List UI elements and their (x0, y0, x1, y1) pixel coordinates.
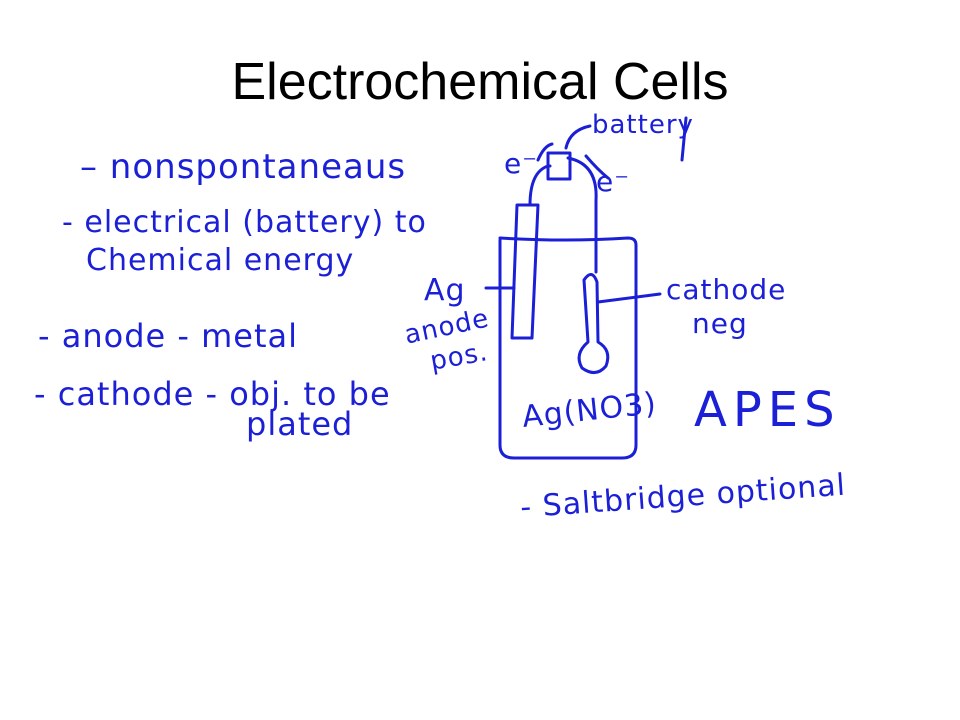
electron-label-right: e⁻ (596, 165, 631, 198)
anode-electrode (510, 203, 540, 340)
cathode-electrode (577, 273, 610, 374)
battery-bracket (680, 116, 688, 162)
anode-ag-label: Ag (424, 273, 466, 308)
wire-right (566, 156, 598, 274)
cathode-pointer (596, 292, 662, 304)
note-cathode-line2: plated (246, 405, 354, 443)
battery-label: battery (592, 110, 694, 140)
electron-arrow-right (584, 154, 610, 180)
cathode-neg-label: neg (692, 307, 748, 340)
note-cathode-line1: - cathode - obj. to be (34, 375, 391, 413)
battery-pointer (564, 124, 592, 150)
apes-label: APES (694, 382, 841, 438)
electron-arrow-left (536, 142, 554, 162)
electron-label-left: e⁻ (504, 147, 539, 180)
battery-symbol (546, 151, 572, 181)
cathode-word-label: cathode (666, 273, 787, 306)
slide-title: Electrochemical Cells (231, 53, 729, 111)
note-anode: - anode - metal (38, 317, 298, 355)
note-nonspontaneous: – nonspontaneaus (80, 147, 407, 187)
note-electrical-line1: - electrical (battery) to (62, 205, 427, 240)
note-electrical-line2: Chemical energy (86, 243, 355, 278)
beaker-outline (498, 236, 638, 460)
